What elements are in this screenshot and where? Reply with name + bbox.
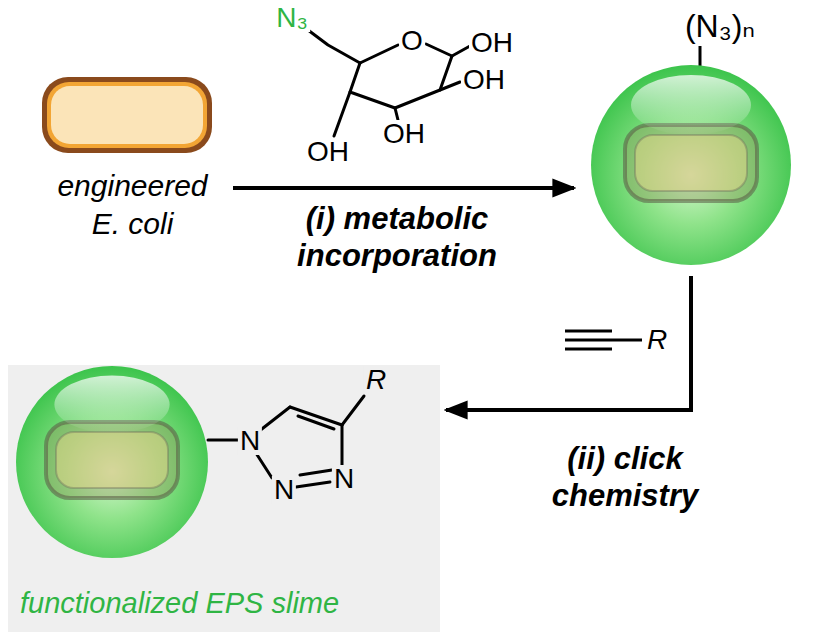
bond-line — [699, 46, 702, 66]
bond-line — [298, 416, 334, 429]
node-text: functionalized EPS slime — [20, 585, 435, 621]
sphere-highlight — [54, 376, 169, 434]
reaction-arrow — [233, 186, 574, 190]
bacterium-cell-shape — [40, 75, 225, 155]
atom-label: N — [332, 465, 356, 493]
bond-line — [342, 396, 364, 425]
step-label: (ii) click chemistry — [515, 440, 735, 514]
atom-label: N — [272, 476, 296, 504]
atom-label: R — [364, 366, 388, 394]
product-panel: functionalized EPS slime — [8, 365, 440, 632]
node-text: engineered E. coli — [40, 167, 225, 242]
slime-coated-cell: (N₃)ₙ — [588, 0, 794, 270]
step-label: (i) metabolic incorporation — [232, 200, 562, 274]
atom-label: N₃ — [274, 4, 310, 32]
atom-label: OH — [461, 66, 507, 94]
atom-label: R — [645, 326, 669, 354]
bond-line — [300, 470, 332, 475]
eps-sphere — [591, 65, 791, 265]
inner-cell — [625, 125, 757, 201]
atom-label: N — [238, 427, 262, 455]
cell-membrane — [47, 82, 207, 148]
bond-line — [258, 407, 290, 432]
inner-cytoplasm — [635, 135, 747, 191]
eps-sphere — [16, 366, 208, 558]
bond-line — [296, 482, 330, 487]
cytoplasm — [51, 86, 203, 144]
inner-cell — [46, 422, 178, 498]
node-text: (N₃)ₙ — [660, 6, 780, 46]
atom-label: OH — [381, 120, 427, 148]
atom-label: O — [399, 27, 425, 55]
alkyne-structure — [565, 331, 642, 349]
sphere-highlight — [631, 75, 751, 135]
atom-label: OH — [305, 138, 351, 166]
bond-line — [341, 425, 344, 466]
reaction-arrow — [446, 276, 691, 410]
cell-wall — [42, 77, 212, 153]
inner-cytoplasm — [56, 432, 168, 488]
atom-label: OH — [469, 29, 515, 57]
bacterium-cell: engineered E. coli — [40, 75, 225, 246]
